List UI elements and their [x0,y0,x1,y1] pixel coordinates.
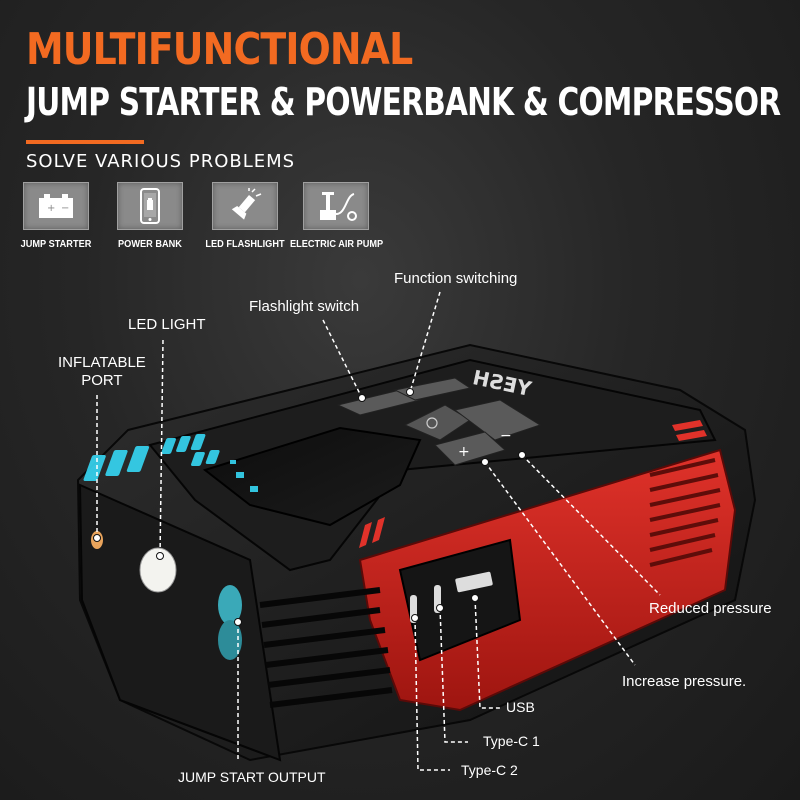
callout-inflatable-port: INFLATABLE PORT [58,354,146,389]
front-face [78,483,393,762]
svg-text:−: − [61,203,69,214]
callout-led-light: LED LIGHT [128,316,206,333]
callout-function-switching: Function switching [394,270,518,287]
callout-increase-pressure: Increase pressure. [622,673,747,690]
feature-jump-starter: + − JUMP STARTER [6,182,106,250]
svg-text:+: + [458,444,470,460]
accent-rule [26,140,144,144]
callout-reduced-pressure: Reduced pressure [649,600,772,617]
headline-multifunctional: MULTIFUNCTIONAL [26,24,413,75]
air-pump-icon [303,182,369,230]
phone-charging-icon [117,182,183,230]
feature-label: POWER BANK [118,239,182,250]
jump-output-port [218,620,242,660]
callout-dots [93,388,526,626]
led-light [139,547,177,593]
control-buttons: − + [336,377,542,466]
flashlight-icon [212,182,278,230]
feature-label: LED FLASHLIGHT [205,239,285,250]
red-stripes [359,420,707,548]
feature-label: JUMP STARTER [20,239,92,250]
feature-electric-air-pump: ELECTRIC AIR PUMP [286,182,386,250]
callout-type-c1: Type-C 1 [483,733,540,749]
section-subtitle: SOLVE VARIOUS PROBLEMS [26,151,296,172]
callout-type-c2: Type-C 2 [461,762,518,778]
jump-output-port [218,585,242,625]
callout-lines [96,291,661,771]
callout-jump-start-output: JUMP START OUTPUT [178,769,326,785]
feature-led-flashlight: LED FLASHLIGHT [195,182,295,250]
headline-product-types: JUMP STARTER & POWERBANK & COMPRESSOR [26,80,781,124]
feature-label: ELECTRIC AIR PUMP [290,239,384,250]
svg-text:+: + [47,203,55,214]
usb-port [455,571,493,593]
callout-usb: USB [506,699,535,715]
svg-text:−: − [500,428,512,444]
lcd-display [83,426,422,527]
feature-power-bank: POWER BANK [100,182,200,250]
car-battery-icon: + − [23,182,89,230]
callout-flashlight-switch: Flashlight switch [249,298,360,315]
